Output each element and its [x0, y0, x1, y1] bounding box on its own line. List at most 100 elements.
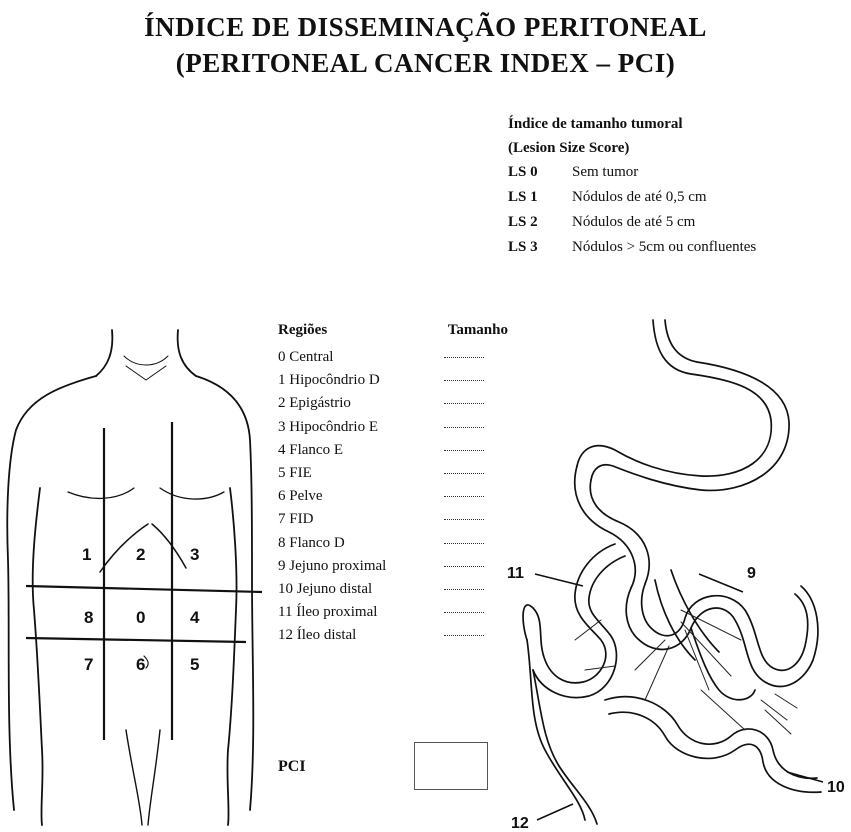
- callout-line: [537, 804, 573, 820]
- size-blank: [444, 450, 484, 451]
- region-row: 1 Hipocôndrio D: [278, 369, 508, 392]
- region-label: 0 Central: [278, 349, 333, 365]
- zone-label: 8: [84, 608, 93, 627]
- zone-label: 5: [190, 655, 199, 674]
- region-label: 3 Hipocôndrio E: [278, 419, 378, 435]
- pci-score-box[interactable]: [414, 742, 488, 790]
- mesenteric-vessel: [585, 666, 615, 670]
- left-flank: [33, 488, 43, 825]
- bowel-loop: [655, 580, 695, 660]
- zone-label: 1: [82, 545, 91, 564]
- size-blank: [444, 612, 484, 613]
- region-row: 0 Central: [278, 346, 508, 369]
- title-line-2: (PERITONEAL CANCER INDEX – PCI): [0, 48, 851, 79]
- lesion-size-row: LS 2 Nódulos de até 5 cm: [508, 210, 756, 235]
- zone-label: 2: [136, 545, 145, 564]
- right-flank: [227, 488, 236, 825]
- duodenum: [590, 480, 649, 584]
- lesion-size-row: LS 1 Nódulos de até 0,5 cm: [508, 185, 756, 210]
- size-column-header: Tamanho: [448, 320, 508, 346]
- size-blank: [444, 589, 484, 590]
- size-blank: [444, 566, 484, 567]
- chest-contour: [68, 488, 134, 498]
- region-row: 10 Jejuno distal: [278, 578, 508, 601]
- lesion-size-desc: Nódulos de até 0,5 cm: [572, 185, 707, 210]
- bowel-loop: [527, 640, 585, 820]
- region-label: 9 Jejuno proximal: [278, 558, 386, 574]
- region-row: 9 Jejuno proximal: [278, 555, 508, 578]
- lesion-size-heading: Índice de tamanho tumoral: [508, 112, 756, 136]
- region-label: 10 Jejuno distal: [278, 581, 372, 597]
- size-blank: [444, 543, 484, 544]
- lesion-size-legend: Índice de tamanho tumoral (Lesion Size S…: [508, 112, 756, 260]
- callout-line: [535, 574, 583, 586]
- size-blank: [444, 473, 484, 474]
- lesion-size-desc: Sem tumor: [572, 160, 638, 185]
- title-line-1: ÍNDICE DE DISSEMINAÇÃO PERITONEAL: [0, 12, 851, 43]
- collar-line: [126, 366, 166, 380]
- region-row: 12 Íleo distal: [278, 624, 508, 647]
- bowel-diagram: 9 10 11 12: [505, 310, 845, 830]
- region-row: 6 Pelve: [278, 485, 508, 508]
- size-blank: [444, 357, 484, 358]
- region-label: 12 Íleo distal: [278, 627, 356, 643]
- bowel-loop: [691, 628, 755, 700]
- region-row: 7 FID: [278, 508, 508, 531]
- right-shoulder-arm: [196, 376, 253, 810]
- rib-line: [152, 524, 186, 568]
- size-blank: [444, 519, 484, 520]
- region-label: 8 Flanco D: [278, 535, 345, 551]
- callout-line: [787, 772, 823, 782]
- region-row: 5 FIE: [278, 462, 508, 485]
- zone-label: 4: [190, 608, 200, 627]
- chest-contour: [160, 488, 224, 499]
- mesenteric-vessel: [645, 646, 669, 700]
- region-label: 5 FIE: [278, 465, 312, 481]
- regions-table: Regiões Tamanho 0 Central 1 Hipocôndrio …: [278, 320, 508, 647]
- lesion-size-row: LS 3 Nódulos > 5cm ou confluentes: [508, 235, 756, 260]
- groin-line: [126, 730, 142, 825]
- bowel-loop: [523, 544, 615, 683]
- neck-detail: [124, 356, 168, 365]
- region-label: 4 Flanco E: [278, 442, 343, 458]
- region-label: 2 Epigástrio: [278, 395, 351, 411]
- bowel-loop: [626, 586, 818, 686]
- region-row: 8 Flanco D: [278, 532, 508, 555]
- callout-line: [699, 574, 743, 592]
- lesion-size-row: LS 0 Sem tumor: [508, 160, 756, 185]
- neck-outline: [178, 330, 196, 376]
- pci-label: PCI: [278, 758, 306, 776]
- mesenteric-vessel: [575, 620, 601, 640]
- region-row: 3 Hipocôndrio E: [278, 416, 508, 439]
- regions-header: Regiões Tamanho: [278, 320, 508, 346]
- lesion-size-subheading: (Lesion Size Score): [508, 136, 756, 160]
- lesion-size-code: LS 3: [508, 235, 572, 260]
- torso-diagram: 1 2 3 8 0 4 7 6 5: [0, 310, 260, 830]
- bowel-loop: [609, 712, 821, 792]
- left-shoulder-arm: [7, 376, 96, 810]
- size-blank: [444, 496, 484, 497]
- size-blank: [444, 403, 484, 404]
- bowel-callout: 11: [507, 565, 524, 582]
- groin-line: [148, 730, 160, 825]
- region-label: 6 Pelve: [278, 488, 323, 504]
- zone-label: 3: [190, 545, 199, 564]
- region-row: 2 Epigástrio: [278, 392, 508, 415]
- size-blank: [444, 427, 484, 428]
- grid-horizontal-upper: [26, 586, 262, 592]
- bowel-callout: 10: [827, 779, 845, 796]
- stomach-outline: [591, 320, 789, 490]
- lesion-size-code: LS 2: [508, 210, 572, 235]
- region-label: 7 FID: [278, 511, 313, 527]
- region-label: 11 Íleo proximal: [278, 604, 377, 620]
- stomach-outline: [577, 320, 771, 476]
- bowel-callout: 9: [747, 565, 756, 582]
- lesion-size-desc: Nódulos de até 5 cm: [572, 210, 695, 235]
- zone-label: 6: [136, 655, 145, 674]
- regions-column-header: Regiões: [278, 320, 327, 346]
- size-blank: [444, 635, 484, 636]
- neck-outline: [96, 330, 112, 376]
- region-row: 4 Flanco E: [278, 439, 508, 462]
- mesenteric-vessel: [775, 694, 797, 708]
- size-blank: [444, 380, 484, 381]
